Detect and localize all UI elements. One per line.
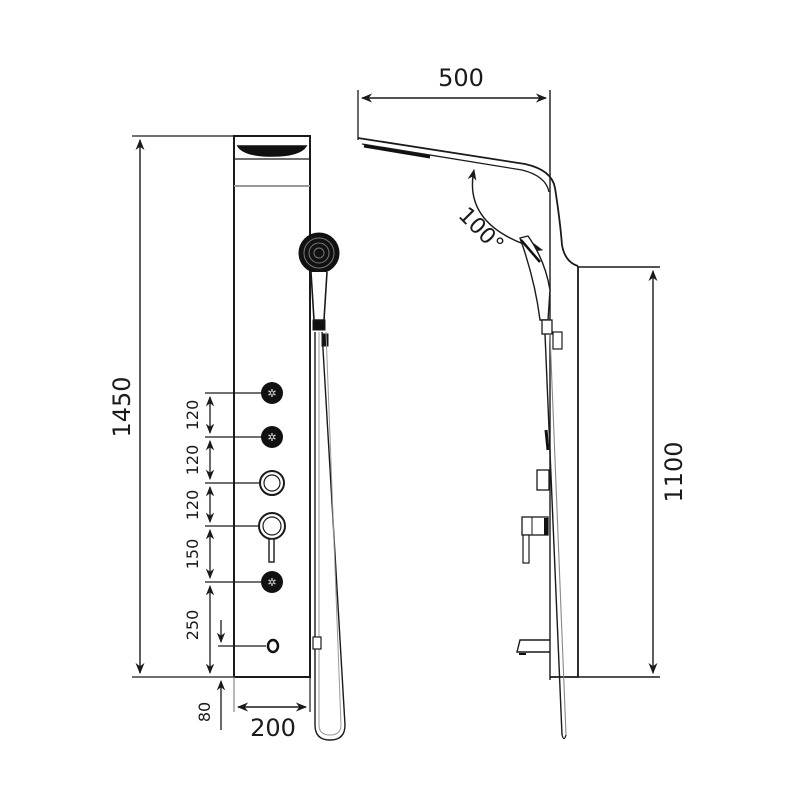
label-500: 500 [438, 64, 484, 92]
label-spacing-3: 120 [183, 490, 202, 521]
hand-shower-head-icon [298, 232, 340, 274]
label-200: 200 [250, 714, 296, 742]
label-spacing-1: 120 [183, 400, 202, 431]
svg-text:✲: ✲ [267, 387, 276, 400]
shower-arm [357, 137, 579, 267]
label-1450: 1450 [108, 376, 136, 437]
side-panel-body [550, 266, 579, 678]
label-1100: 1100 [660, 441, 688, 502]
label-100-degrees: 100° [453, 203, 508, 258]
label-spacing-5: 250 [183, 610, 202, 641]
mixer-lever [258, 512, 286, 563]
front-panel-body [233, 135, 311, 678]
svg-text:✲: ✲ [267, 576, 276, 589]
label-spacing-2: 120 [183, 445, 202, 476]
hose [314, 331, 346, 741]
body-jet-3: ✲ [261, 571, 283, 593]
body-jet-2: ✲ [261, 426, 283, 448]
hand-shower [298, 232, 346, 741]
side-view [357, 90, 660, 740]
svg-text:✲: ✲ [267, 431, 276, 444]
label-spacing-4: 150 [183, 539, 202, 570]
diverter-knob [259, 470, 285, 496]
tub-spout [266, 638, 280, 654]
body-jet-1: ✲ [261, 382, 283, 404]
label-80: 80 [195, 702, 214, 722]
side-knob [536, 469, 550, 491]
rain-head-icon [236, 145, 308, 157]
front-view [132, 135, 311, 730]
side-spout [516, 639, 550, 653]
